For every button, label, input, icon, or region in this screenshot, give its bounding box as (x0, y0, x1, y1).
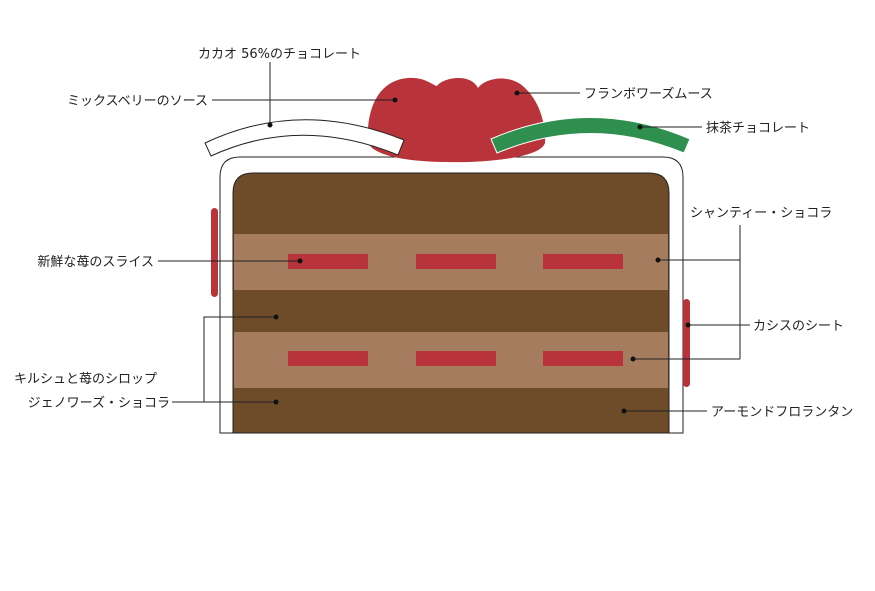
strawberry-slices (288, 254, 623, 366)
label-chantilly: シャンティー・ショコラ (690, 206, 832, 221)
label-florentin: アーモンドフロランタン (711, 405, 853, 420)
genoise-body (232, 172, 670, 434)
label-cassis: カシスのシート (753, 319, 844, 334)
strawberry-slice (288, 254, 368, 269)
label-genoise: ジェノワーズ・ショコラ (28, 395, 170, 411)
strawberry-slice (543, 254, 623, 269)
strawberry-slice (288, 351, 368, 366)
strawberry-slice (543, 351, 623, 366)
cassis-sheet-left (211, 208, 218, 297)
leader-dots (267, 90, 691, 414)
label-strawberry: 新鮮な苺のスライス (37, 254, 154, 270)
label-berry-sauce: ミックスベリーのソース (67, 94, 208, 109)
label-kirsch: キルシュと苺のシロップ (14, 372, 157, 387)
label-framboise: フランボワーズムース (584, 86, 713, 102)
strawberry-slice (416, 351, 496, 366)
cassis-sheet-right (683, 299, 690, 387)
label-cacao: カカオ 56%のチョコレート (198, 47, 361, 62)
leader-lines (158, 62, 750, 412)
strawberry-slice (416, 254, 496, 269)
label-matcha: 抹茶チョコレート (706, 120, 810, 136)
